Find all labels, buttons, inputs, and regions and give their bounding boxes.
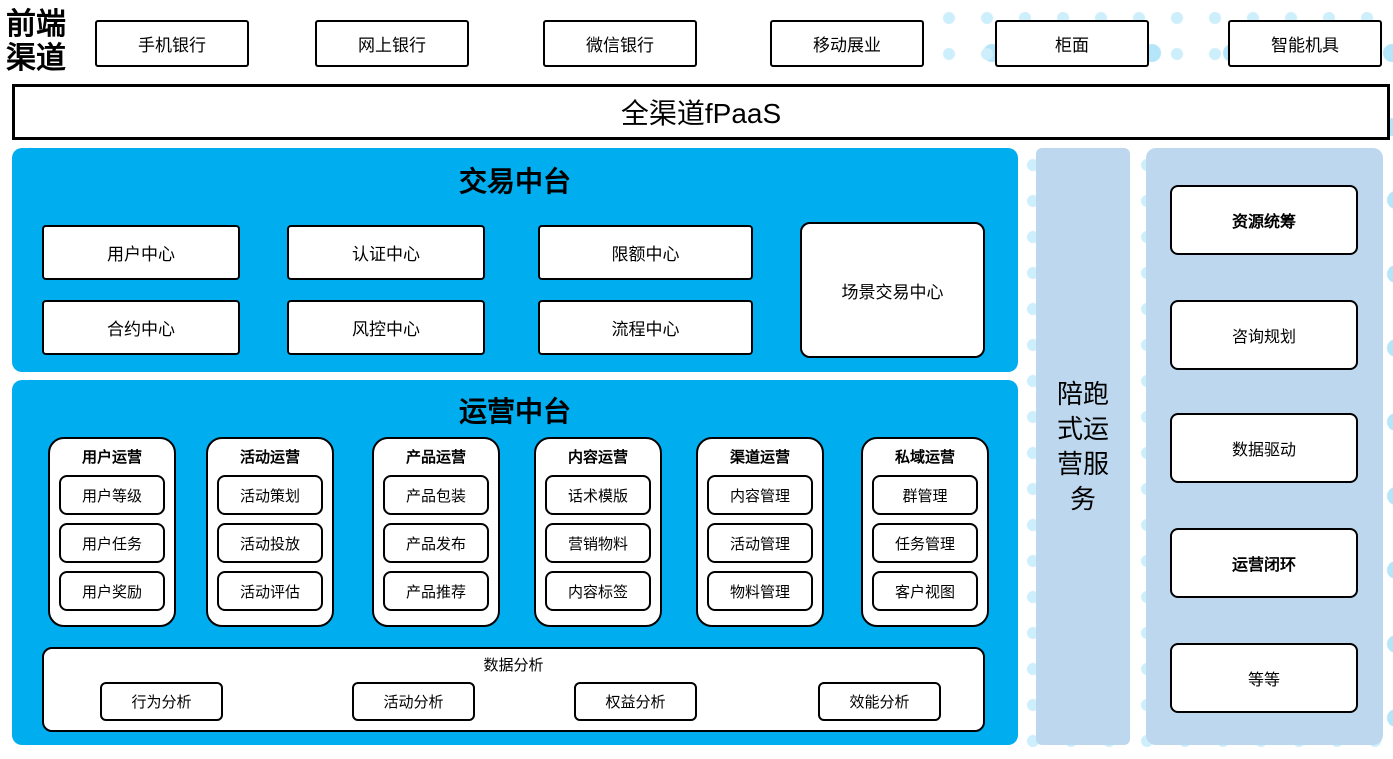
ops-column-title: 用户运营: [81, 449, 142, 466]
scene-trade-center-box: 场景交易中心: [800, 222, 985, 358]
ops-column-title: 活动运营: [239, 449, 300, 466]
process-center-box: 流程中心: [538, 300, 753, 355]
campaign-analysis-box: 活动分析: [352, 682, 475, 721]
limit-center-box: 限额中心: [538, 225, 753, 280]
ops-column-private-domain: 私域运营 群管理 任务管理 客户视图: [861, 437, 989, 627]
ops-item: 活动投放: [217, 523, 323, 563]
ops-column-title: 产品运营: [405, 449, 466, 466]
trade-platform-panel: 交易中台 用户中心 认证中心 限额中心 合约中心 风控中心 流程中心 场景交易中…: [12, 148, 1018, 372]
ops-item: 产品发布: [383, 523, 489, 563]
user-center-box: 用户中心: [42, 225, 240, 280]
operations-platform-title: 运营中台: [458, 397, 571, 428]
omnichannel-fpaas-bar: 全渠道fPaaS: [12, 84, 1390, 140]
companion-service-label: 陪跑式运营服务: [1056, 378, 1109, 514]
companion-service-panel: 资源统筹 咨询规划 数据驱动 运营闭环 等等: [1146, 148, 1383, 745]
ops-item: 内容管理: [707, 475, 813, 515]
channel-box-mobile-outreach: 移动展业: [770, 20, 924, 67]
data-driven-box: 数据驱动: [1170, 413, 1358, 483]
ops-column-product: 产品运营 产品包装 产品发布 产品推荐: [372, 437, 500, 627]
channel-box-online-banking: 网上银行: [315, 20, 469, 67]
ops-closed-loop-box: 运营闭环: [1170, 528, 1358, 598]
ops-item: 营销物料: [545, 523, 651, 563]
contract-center-box: 合约中心: [42, 300, 240, 355]
ops-item: 产品包装: [383, 475, 489, 515]
ops-item: 活动策划: [217, 475, 323, 515]
ops-column-campaign: 活动运营 活动策划 活动投放 活动评估: [206, 437, 334, 627]
ops-item: 内容标签: [545, 571, 651, 611]
ops-column-title: 渠道运营: [729, 449, 790, 466]
efficiency-analysis-box: 效能分析: [818, 682, 941, 721]
ops-item: 任务管理: [872, 523, 978, 563]
ops-item: 用户奖励: [59, 571, 165, 611]
behavior-analysis-box: 行为分析: [100, 682, 223, 721]
channel-box-wechat-banking: 微信银行: [543, 20, 697, 67]
ops-column-title: 内容运营: [567, 449, 628, 466]
ops-item: 产品推荐: [383, 571, 489, 611]
auth-center-box: 认证中心: [287, 225, 485, 280]
ops-item: 用户等级: [59, 475, 165, 515]
channel-box-mobile-banking: 手机银行: [95, 20, 249, 67]
risk-center-box: 风控中心: [287, 300, 485, 355]
operations-platform-panel: 运营中台 用户运营 用户等级 用户任务 用户奖励 活动运营 活动策划 活动投放 …: [12, 380, 1018, 745]
frontend-channels-label: 前端渠道: [6, 8, 66, 75]
ops-column-title: 私域运营: [894, 449, 955, 466]
data-analysis-title: 数据分析: [483, 657, 544, 674]
trade-platform-title: 交易中台: [458, 167, 571, 198]
data-analysis-container: 数据分析 行为分析 活动分析 权益分析 效能分析: [42, 647, 985, 732]
channel-box-smart-machines: 智能机具: [1228, 20, 1382, 67]
resource-coordination-box: 资源统筹: [1170, 185, 1358, 255]
companion-service-strip: 陪跑式运营服务: [1036, 148, 1130, 745]
ops-item: 物料管理: [707, 571, 813, 611]
ops-item: 群管理: [872, 475, 978, 515]
channel-box-counter: 柜面: [995, 20, 1149, 67]
ops-item: 客户视图: [872, 571, 978, 611]
ops-item: 活动管理: [707, 523, 813, 563]
ops-item: 用户任务: [59, 523, 165, 563]
etc-box: 等等: [1170, 643, 1358, 713]
ops-column-channel: 渠道运营 内容管理 活动管理 物料管理: [696, 437, 824, 627]
consulting-planning-box: 咨询规划: [1170, 300, 1358, 370]
ops-item: 活动评估: [217, 571, 323, 611]
ops-column-content: 内容运营 话术模版 营销物料 内容标签: [534, 437, 662, 627]
benefit-analysis-box: 权益分析: [574, 682, 697, 721]
ops-column-user: 用户运营 用户等级 用户任务 用户奖励: [48, 437, 176, 627]
ops-item: 话术模版: [545, 475, 651, 515]
